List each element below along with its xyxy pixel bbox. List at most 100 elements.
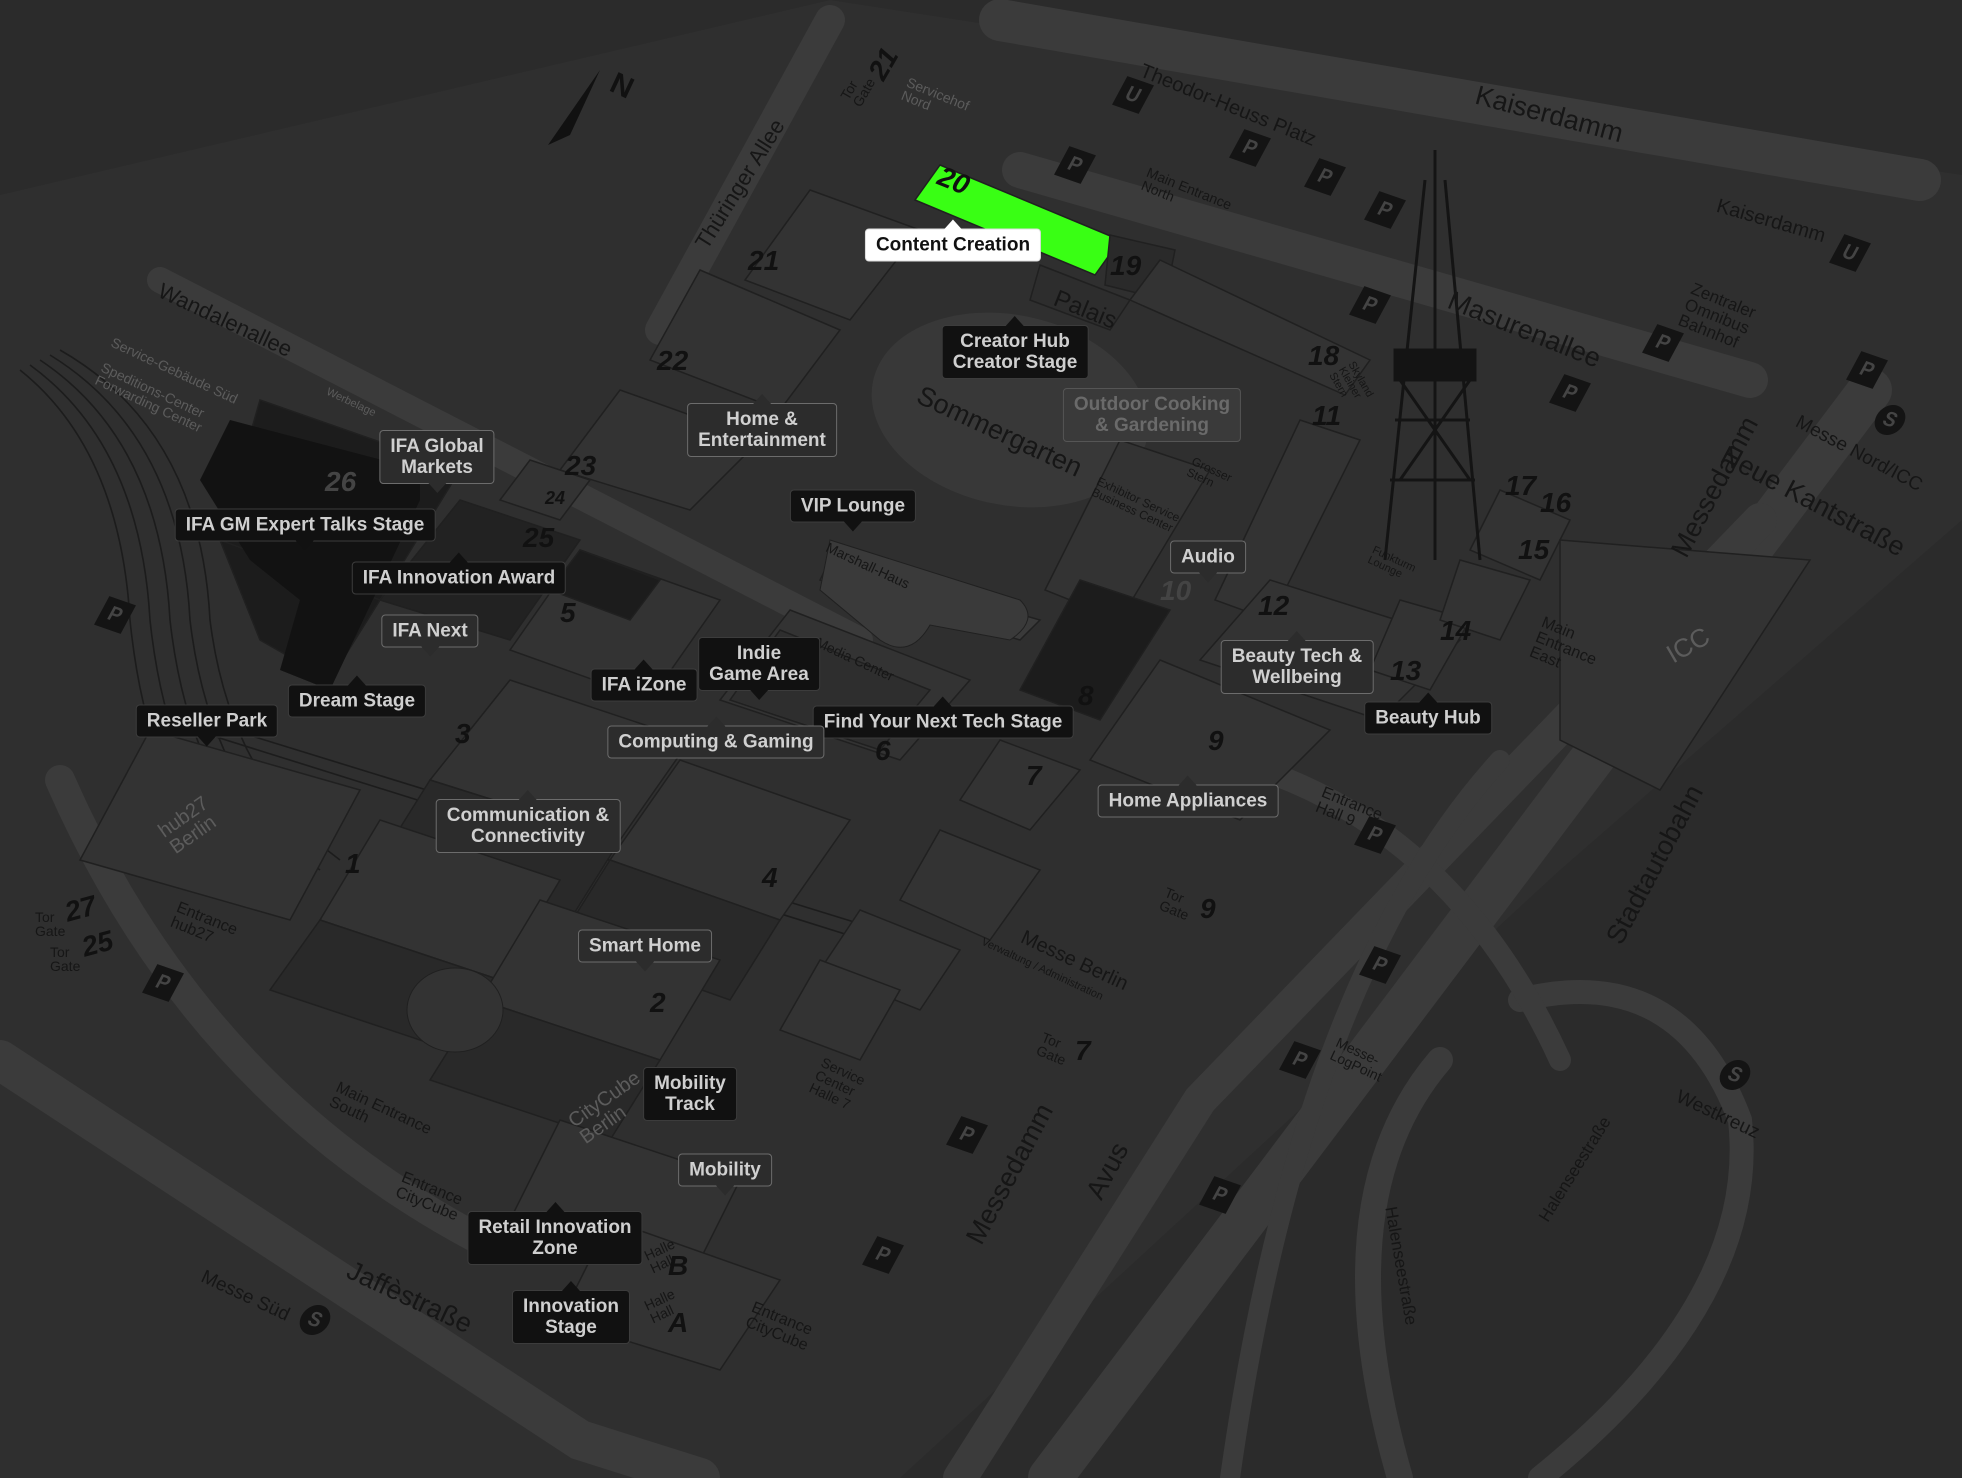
callout-innovation-award-label: IFA Innovation Award: [362, 567, 556, 589]
callout-computing-gaming[interactable]: Computing & Gaming: [607, 716, 825, 759]
callout-home-appliances-label: Home Appliances: [1108, 790, 1268, 812]
hall-22-number: 22: [657, 345, 689, 376]
callout-creator-hub[interactable]: Creator Hub Creator Stage: [941, 316, 1089, 379]
callout-innovation-award[interactable]: IFA Innovation Award: [351, 552, 567, 595]
callout-pointer: [1418, 692, 1437, 703]
hall-b-number: B: [668, 1250, 689, 1281]
hall-24-number: 24: [545, 488, 566, 508]
callout-reseller-park-label: Reseller Park: [146, 710, 268, 732]
callout-pointer: [843, 521, 862, 532]
callout-home-entertainment[interactable]: Home & Entertainment: [687, 394, 837, 457]
callout-retail-innovation-label: Retail Innovation Zone: [478, 1217, 632, 1259]
hall-a-number: A: [668, 1307, 689, 1338]
marshall-haus: [819, 539, 1029, 648]
callout-vip-lounge[interactable]: VIP Lounge: [789, 489, 917, 532]
callout-mobility-track-label: Mobility Track: [654, 1073, 726, 1115]
callout-beauty-tech[interactable]: Beauty Tech & Wellbeing: [1220, 631, 1374, 694]
hall-4-number: 4: [762, 862, 778, 893]
label-tor-gate-25: Tor Gate: [50, 944, 81, 974]
callout-mobility-label: Mobility: [689, 1159, 761, 1181]
hall-16-number: 16: [1540, 487, 1572, 518]
callout-pointer: [943, 219, 962, 230]
callout-ifa-next[interactable]: IFA Next: [381, 614, 479, 657]
callout-find-your-next-tech[interactable]: Find Your Next Tech Stage: [812, 696, 1074, 739]
callout-mobility[interactable]: Mobility: [678, 1153, 772, 1196]
callout-indie-game-area[interactable]: Indie Game Area: [698, 637, 820, 700]
callout-beauty-hub[interactable]: Beauty Hub: [1364, 692, 1492, 735]
hall-18-number: 18: [1308, 340, 1340, 371]
round-building: [406, 967, 504, 1053]
callout-find-your-next-tech-label: Find Your Next Tech Stage: [823, 711, 1063, 733]
callout-mobility-track[interactable]: Mobility Track: [643, 1067, 737, 1121]
callout-pointer: [428, 483, 446, 493]
callout-pointer: [519, 790, 537, 800]
callout-outdoor-cooking-label: Outdoor Cooking & Gardening: [1073, 394, 1231, 436]
callout-ifa-izone-label: IFA iZone: [601, 674, 687, 696]
callout-audio-label: Audio: [1181, 546, 1235, 568]
callout-pointer: [1198, 572, 1217, 583]
callout-smart-home[interactable]: Smart Home: [578, 929, 712, 972]
hall-9-number: 9: [1208, 725, 1224, 756]
hall-19-number: 19: [1110, 250, 1142, 281]
hall-15-number: 15: [1518, 534, 1550, 565]
hall-3-number: 3: [455, 718, 471, 749]
hall-5-number: 5: [560, 597, 576, 628]
callout-dream-stage[interactable]: Dream Stage: [287, 675, 427, 718]
hall-13-number: 13: [1390, 655, 1422, 686]
hall-2-number: 2: [650, 987, 666, 1018]
callout-innovation-stage[interactable]: Innovation Stage: [511, 1281, 631, 1344]
callout-outdoor-cooking[interactable]: Outdoor Cooking & Gardening: [1062, 388, 1242, 442]
callout-pointer: [197, 736, 216, 747]
hall-26-number: 26: [325, 466, 357, 497]
callout-content-creation-label: Content Creation: [875, 234, 1031, 256]
hall-25-number: 25: [523, 522, 555, 553]
gate-9-number: 9: [1200, 893, 1216, 924]
label-tor-gate-27: Tor Gate: [35, 909, 66, 939]
hall-11-number: 11: [1312, 400, 1342, 431]
callout-content-creation[interactable]: Content Creation: [864, 219, 1042, 262]
hall-26-block: [200, 420, 420, 690]
callout-smart-home-label: Smart Home: [589, 935, 701, 957]
callout-ifa-global-markets[interactable]: IFA Global Markets: [379, 430, 495, 493]
callout-creator-hub-label: Creator Hub Creator Stage: [952, 331, 1078, 373]
callout-pointer: [1005, 316, 1024, 326]
hall-21-number: 21: [748, 245, 780, 276]
callout-innovation-stage-label: Innovation Stage: [522, 1296, 620, 1338]
callout-retail-innovation[interactable]: Retail Innovation Zone: [467, 1202, 643, 1265]
callout-pointer: [749, 690, 768, 700]
callout-gm-expert-talks[interactable]: IFA GM Expert Talks Stage: [174, 508, 436, 551]
callout-beauty-hub-label: Beauty Hub: [1375, 707, 1481, 729]
funkturm-tower: [1383, 150, 1482, 561]
callout-communication-label: Communication & Connectivity: [446, 805, 610, 847]
callout-pointer: [716, 1185, 734, 1196]
callout-pointer: [449, 552, 468, 563]
callout-ifa-next-label: IFA Next: [392, 620, 468, 642]
gate-7-number: 7: [1075, 1035, 1091, 1066]
hall-12-number: 12: [1258, 590, 1290, 621]
callout-communication[interactable]: Communication & Connectivity: [435, 790, 621, 853]
callout-ifa-izone[interactable]: IFA iZone: [590, 659, 698, 702]
callout-audio[interactable]: Audio: [1170, 540, 1246, 583]
hall-20-highlight: [913, 164, 1122, 276]
callout-ifa-global-markets-label: IFA Global Markets: [390, 436, 484, 478]
callout-pointer: [347, 675, 366, 686]
hall-8-number: 8: [1078, 680, 1094, 711]
callout-pointer: [635, 961, 654, 972]
hall-14-number: 14: [1440, 615, 1472, 646]
callout-home-appliances[interactable]: Home Appliances: [1097, 775, 1279, 818]
callout-pointer: [420, 646, 439, 657]
callout-pointer: [296, 540, 314, 551]
callout-vip-lounge-label: VIP Lounge: [800, 495, 906, 517]
callout-pointer: [1178, 775, 1197, 786]
callout-pointer: [706, 716, 725, 727]
hall-17-number: 17: [1505, 470, 1537, 501]
callout-dream-stage-label: Dream Stage: [298, 690, 416, 712]
hall-1-number: 1: [345, 848, 361, 879]
callout-pointer: [634, 659, 653, 670]
callout-reseller-park[interactable]: Reseller Park: [135, 704, 279, 747]
callout-pointer: [1287, 631, 1306, 641]
callout-home-entertainment-label: Home & Entertainment: [698, 409, 826, 451]
callout-pointer: [933, 696, 952, 707]
hall-10-number: 10: [1160, 575, 1192, 606]
